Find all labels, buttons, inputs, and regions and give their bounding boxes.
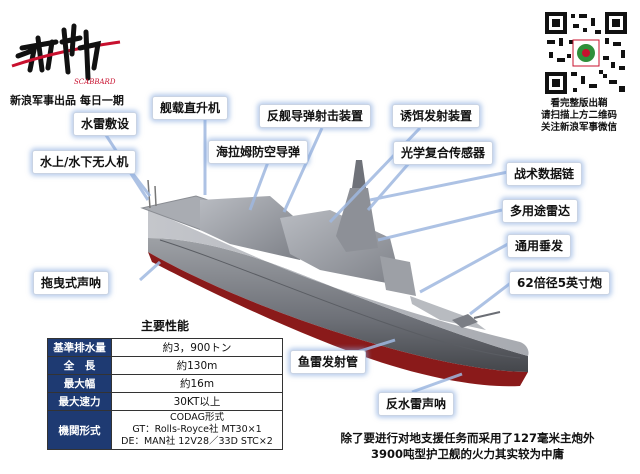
callout-uav-uuv: 水上/水下无人机 bbox=[32, 150, 137, 174]
main-gun-turret bbox=[452, 314, 478, 328]
spec-value-line: CODAG形式 bbox=[170, 412, 224, 423]
callout-multi-radar: 多用途雷达 bbox=[502, 199, 579, 223]
callout-searam: 海拉姆防空导弹 bbox=[208, 140, 309, 164]
callout-label: 水雷敷设 bbox=[81, 117, 130, 131]
spec-value-line: GT：Rolls-Royce社 MT30×1 bbox=[132, 424, 262, 435]
qr-caption-line: 看完整版出鞘 bbox=[550, 98, 608, 109]
callout-label: 鱼雷发射管 bbox=[298, 355, 359, 369]
spec-key: 全 長 bbox=[47, 356, 112, 375]
spec-key: 機関形式 bbox=[47, 410, 112, 450]
callout-towed-sonar: 拖曳式声呐 bbox=[33, 271, 110, 295]
specs-table: 基準排水量 約3，900トン 全 長 約130m 最大幅 約16m 最大速力 3… bbox=[47, 338, 283, 450]
callout-helicopter: 舰载直升机 bbox=[152, 96, 229, 120]
table-row: 最大幅 約16m bbox=[47, 374, 283, 393]
callout-label: 光学复合传感器 bbox=[401, 146, 486, 160]
qr-caption: 看完整版出鞘 请扫描上方二维码 关注新浪军事微信 bbox=[520, 98, 638, 134]
qr-caption-line: 关注新浪军事微信 bbox=[540, 122, 617, 133]
spec-value: 約130m bbox=[111, 356, 283, 375]
brand-logo: SCABBARD 出鞘 bbox=[8, 8, 128, 88]
callout-mine-laying: 水雷敷设 bbox=[73, 112, 138, 136]
hangar bbox=[200, 196, 300, 260]
bridge bbox=[380, 256, 416, 296]
spec-key: 最大幅 bbox=[47, 374, 112, 393]
brand-logo-mark: SCABBARD 出鞘 bbox=[11, 23, 121, 86]
mast-top bbox=[352, 160, 366, 188]
callout-vls: 通用垂发 bbox=[507, 234, 572, 258]
callout-label: 通用垂发 bbox=[515, 239, 564, 253]
callout-torpedo-tubes: 鱼雷发射管 bbox=[290, 350, 367, 374]
hull-shade-line bbox=[159, 239, 521, 359]
superstructure bbox=[280, 210, 402, 286]
specs-title: 主要性能 bbox=[140, 319, 189, 333]
callout-label: 战术数据链 bbox=[514, 167, 575, 181]
spec-value: 約16m bbox=[111, 374, 283, 393]
integrated-mast bbox=[336, 188, 378, 252]
antenna bbox=[154, 185, 157, 207]
callout-label: 反舰导弹射击装置 bbox=[267, 109, 364, 123]
brand-title-en: SCABBARD bbox=[74, 78, 116, 86]
callout-mine-sonar: 反水雷声呐 bbox=[378, 392, 455, 416]
spec-value-propulsion: CODAG形式 GT：Rolls-Royce社 MT30×1 DE：MAN社 1… bbox=[111, 410, 283, 450]
callout-label: 海拉姆防空导弹 bbox=[216, 145, 301, 159]
caption-line: 3900吨型护卫舰的火力其实较为中庸 bbox=[370, 447, 564, 461]
hull-waterline bbox=[148, 252, 528, 387]
table-row: 機関形式 CODAG形式 GT：Rolls-Royce社 MT30×1 DE：M… bbox=[47, 410, 283, 450]
callout-label: 水上/水下无人机 bbox=[40, 155, 129, 169]
spec-key: 最大速力 bbox=[47, 392, 112, 411]
callout-label: 反水雷声呐 bbox=[386, 397, 447, 411]
caption-line: 除了要进行对地支援任务而采用了127毫米主炮外 bbox=[340, 431, 595, 445]
spec-value: 約3，900トン bbox=[111, 338, 283, 357]
callout-label: 诱饵发射装置 bbox=[400, 109, 473, 123]
callout-decoy-launcher: 诱饵发射装置 bbox=[392, 104, 481, 128]
main-gun-barrel bbox=[473, 311, 501, 319]
spec-key: 基準排水量 bbox=[47, 338, 112, 357]
callout-main-gun: 62倍径5英寸炮 bbox=[509, 271, 611, 295]
spec-value-line: DE：MAN社 12V28／33D STC×2 bbox=[121, 436, 273, 447]
caption: 除了要进行对地支援任务而采用了127毫米主炮外 3900吨型护卫舰的火力其实较为… bbox=[300, 430, 635, 462]
antenna bbox=[147, 179, 151, 209]
callout-label: 多用途雷达 bbox=[510, 204, 571, 218]
callout-anti-ship-missile: 反舰导弹射击装置 bbox=[259, 104, 372, 128]
specs-panel: 主要性能 基準排水量 約3，900トン 全 長 約130m 最大幅 約16m 最… bbox=[47, 317, 283, 450]
callout-label: 拖曳式声呐 bbox=[41, 276, 102, 290]
callout-label: 舰载直升机 bbox=[160, 101, 221, 115]
callout-optical-sensor: 光学复合传感器 bbox=[393, 141, 494, 165]
qr-code[interactable] bbox=[543, 10, 629, 96]
callout-label: 62倍径5英寸炮 bbox=[517, 276, 603, 290]
qr-caption-line: 请扫描上方二维码 bbox=[540, 110, 617, 121]
main-deck bbox=[148, 210, 529, 356]
spec-value: 30KT以上 bbox=[111, 392, 283, 411]
table-row: 最大速力 30KT以上 bbox=[47, 392, 283, 411]
callout-tactical-datalink: 战术数据链 bbox=[506, 162, 583, 186]
table-row: 基準排水量 約3，900トン bbox=[47, 338, 283, 357]
qr-code-icon bbox=[543, 10, 629, 96]
table-row: 全 長 約130m bbox=[47, 356, 283, 375]
brand-subtitle: 新浪军事出品 每日一期 bbox=[10, 94, 124, 107]
